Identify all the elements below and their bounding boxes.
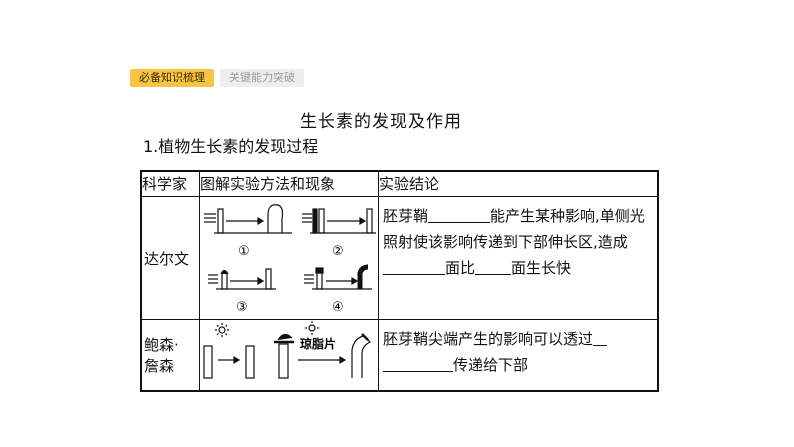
sun-icon-2 (305, 321, 319, 335)
figure-label-4: ④ (332, 300, 344, 315)
boysen-coleoptile-3 (278, 343, 289, 379)
sun-icon-1 (215, 323, 229, 337)
boysen-figure-cell: 琼脂片 (199, 319, 379, 392)
tab-bar: 必备知识梳理 关键能力突破 (130, 69, 304, 87)
header-scientist: 科学家 (140, 170, 200, 197)
header-conclusion: 实验结论 (378, 170, 659, 197)
darwin-figure-cell: ① ② ③ ④ (199, 196, 379, 320)
conclusion-text: 面生长快 (511, 259, 572, 277)
answer-blank[interactable] (383, 259, 445, 275)
coleoptile-1a (217, 208, 224, 234)
boysen-coleoptile-2 (245, 345, 255, 379)
scientist-boysen-jensen: 鲍森· 詹森 (140, 319, 200, 392)
section-title: 1.植物生长素的发现过程 (143, 137, 319, 156)
darwin-conclusion: 胚芽鞘能产生某种影响,单侧光照射使该影响传递到下部伸长区,造成面比 面生长快 (378, 196, 659, 320)
tab-essential-knowledge[interactable]: 必备知识梳理 (130, 69, 214, 87)
conclusion-text: 胚芽鞘 (383, 207, 429, 225)
answer-blank[interactable] (593, 330, 608, 346)
agar-label: 琼脂片 (300, 336, 336, 351)
conclusion-text: 能产生某种影响,单侧光照射使该影响传递到下部伸长区,造成 (383, 207, 645, 251)
page-title: 生长素的发现及作用 (300, 112, 462, 132)
coleoptile-2b (366, 208, 373, 234)
figure-label-2: ② (332, 244, 344, 259)
table-row-darwin: 达尔文 (140, 196, 659, 320)
header-method: 图解实验方法和现象 (199, 170, 379, 197)
scientist-darwin: 达尔文 (140, 196, 200, 320)
boysen-coleoptile-1 (203, 345, 213, 379)
boysen-experiment-diagram: 琼脂片 (203, 321, 372, 379)
scientist-name-line1: 鲍森· (144, 336, 179, 354)
table-header-row: 科学家 图解实验方法和现象 实验结论 (140, 170, 659, 197)
scientist-name-line2: 詹森 (144, 357, 175, 375)
conclusion-text: 传递给下部 (453, 356, 529, 374)
answer-blank[interactable] (475, 259, 512, 275)
answer-blank[interactable] (383, 356, 453, 372)
coleoptile-bent-1 (267, 204, 284, 233)
coleoptile-2a (318, 208, 325, 234)
tab-key-abilities[interactable]: 关键能力突破 (220, 69, 304, 87)
conclusion-text: 面比 (445, 259, 476, 277)
light-arrows-1 (204, 213, 216, 223)
darwin-experiment-diagram: ① ② ③ ④ (204, 204, 376, 315)
conclusion-text: 胚芽鞘尖端产生的影响可以透过 (383, 330, 594, 348)
figure-label-1: ① (238, 244, 250, 259)
boysen-conclusion: 胚芽鞘尖端产生的影响可以透过传递给下部 (378, 319, 659, 392)
figure-label-3: ③ (236, 300, 248, 315)
table-row-boysen-jensen: 鲍森· 詹森 (140, 319, 659, 392)
discovery-table: 科学家 图解实验方法和现象 实验结论 达尔文 (140, 170, 659, 392)
answer-blank[interactable] (428, 207, 491, 223)
